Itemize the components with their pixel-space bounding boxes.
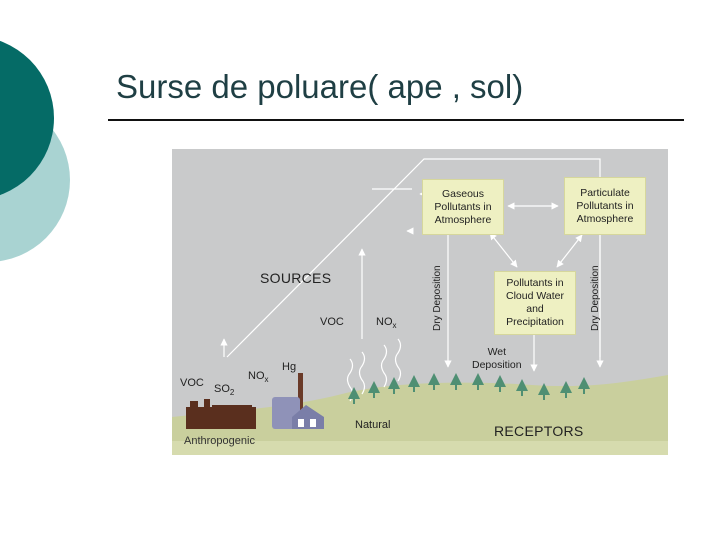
natural-nox-main: NO	[376, 316, 393, 328]
cloud-water-box: Pollutants in Cloud Water and Precipitat…	[494, 271, 576, 335]
arrow-gas-cloud	[490, 233, 517, 267]
hg-label: Hg	[282, 362, 296, 373]
anthro-nox-label: NOx	[248, 371, 269, 384]
pollution-diagram: Gaseous Pollutants in Atmosphere Particu…	[172, 149, 668, 455]
anthropogenic-label: Anthropogenic	[184, 436, 255, 447]
natural-emission-4	[396, 339, 401, 381]
arrow-particulate-cloud	[557, 235, 582, 267]
natural-emission-2	[360, 352, 365, 394]
so2-sub: 2	[230, 388, 234, 397]
dry-deposition-left-label: Dry Deposition	[432, 265, 443, 331]
receptors-label: RECEPTORS	[494, 424, 584, 438]
slide-title: Surse de poluare( ape , sol)	[116, 68, 523, 106]
dry-deposition-right-label: Dry Deposition	[590, 265, 601, 331]
natural-label: Natural	[355, 420, 390, 431]
so2-main: SO	[214, 383, 230, 395]
sources-label: SOURCES	[260, 271, 331, 285]
natural-emission-3	[382, 345, 387, 387]
so2-label: SO2	[214, 384, 234, 397]
anthro-nox-sub: x	[265, 375, 269, 384]
natural-nox-sub: x	[393, 321, 397, 330]
title-underline	[108, 119, 684, 121]
anthro-voc-label: VOC	[180, 378, 204, 389]
decorative-circles	[0, 0, 80, 300]
wet-deposition-label: Wet Deposition	[472, 346, 522, 372]
particulate-pollutants-box: Particulate Pollutants in Atmosphere	[564, 177, 646, 235]
natural-voc-label: VOC	[320, 317, 344, 328]
natural-nox-label: NOx	[376, 317, 397, 330]
anthro-nox-main: NO	[248, 370, 265, 382]
gaseous-pollutants-box: Gaseous Pollutants in Atmosphere	[422, 179, 504, 235]
